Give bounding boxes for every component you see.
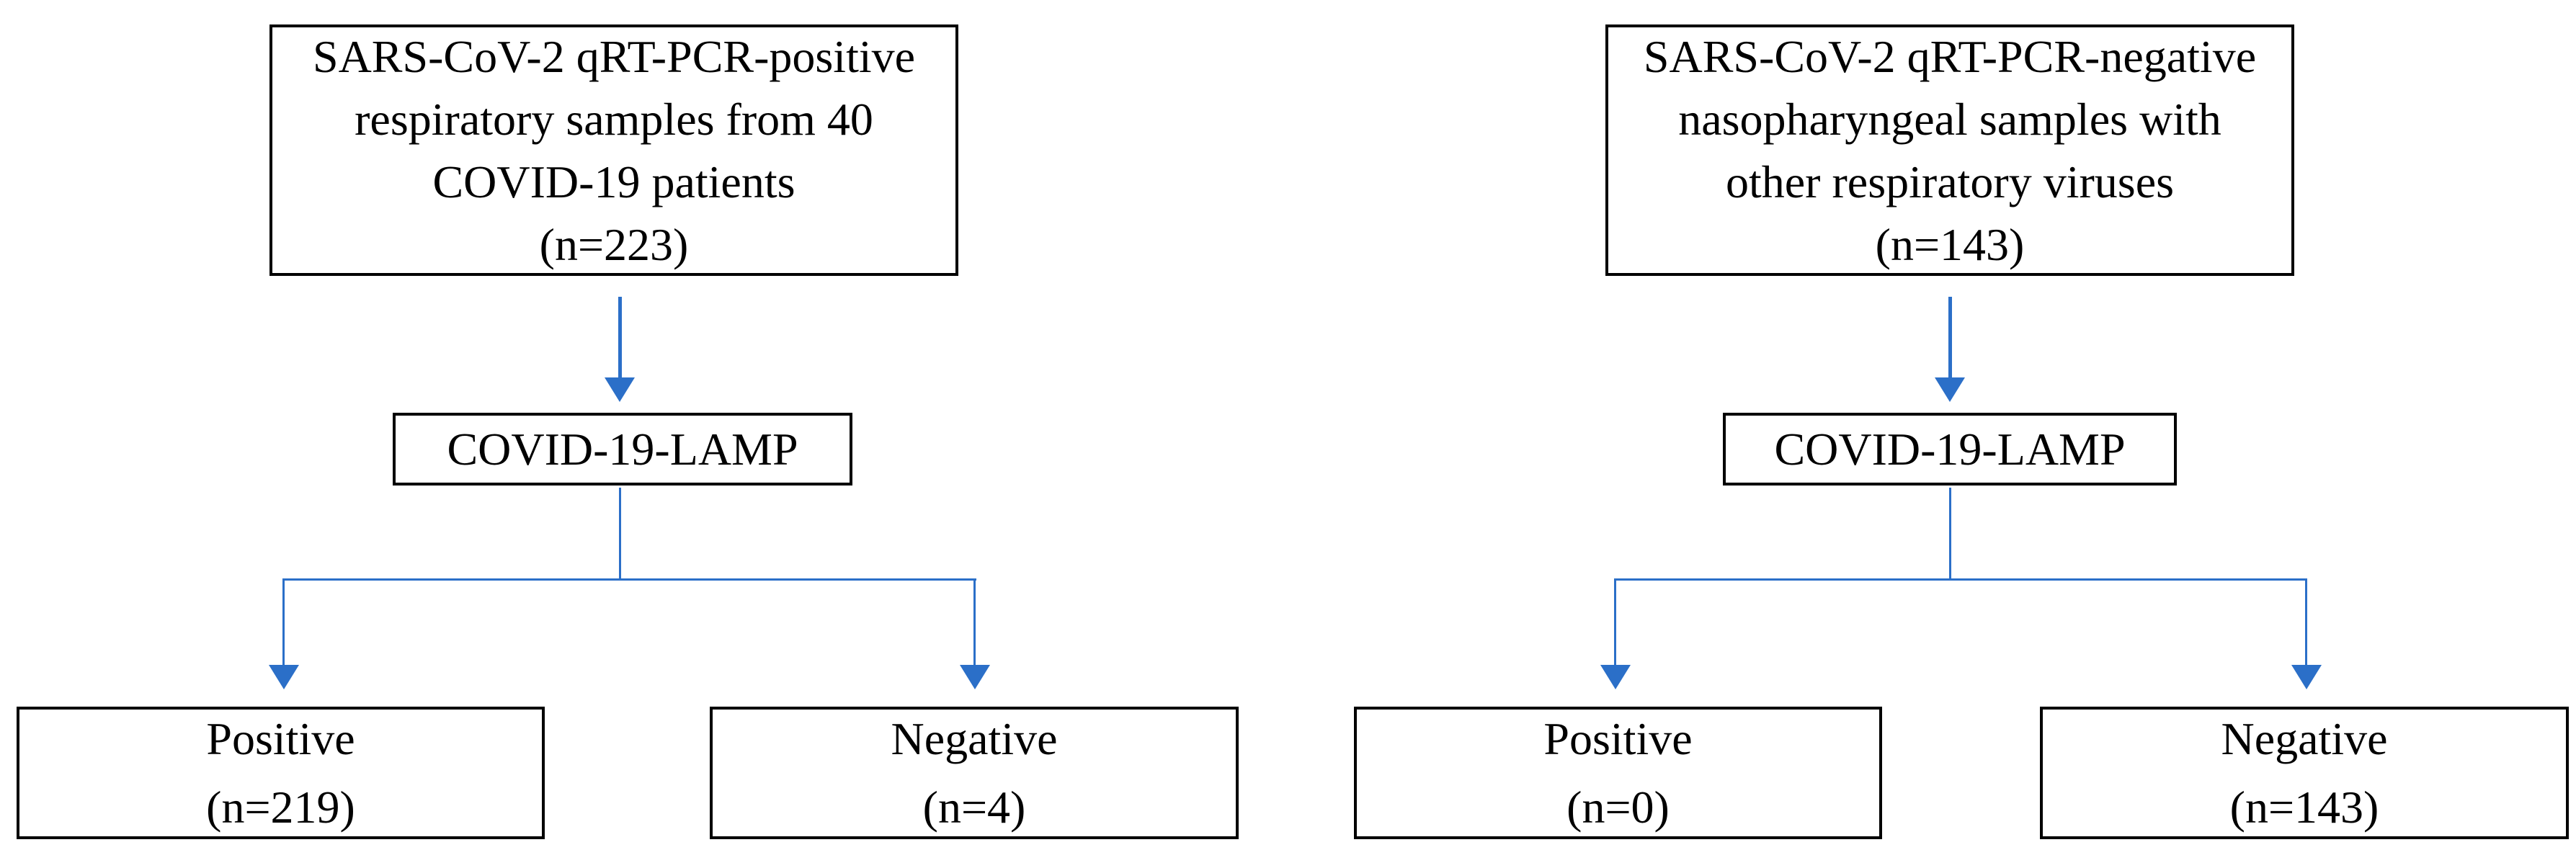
covid19-lamp-box: COVID-19-LAMP xyxy=(1723,413,2177,486)
source-box-line: COVID-19 patients xyxy=(432,156,795,207)
source-box-line: SARS-CoV-2 qRT-PCR-positive xyxy=(312,30,916,82)
covid19-lamp-label: COVID-19-LAMP xyxy=(1774,423,2126,475)
outcome-count: (n=4) xyxy=(922,782,1026,833)
connector-line xyxy=(282,578,976,581)
outcome-label: Negative xyxy=(2221,713,2388,764)
source-box-line: nasopharyngeal samples with xyxy=(1678,93,2221,145)
outcome-positive-box: Positive (n=0) xyxy=(1354,707,1882,839)
connector-line xyxy=(618,297,622,379)
outcome-negative-box: Negative (n=143) xyxy=(2040,707,2569,839)
arrow-down-icon xyxy=(2291,665,2322,689)
source-box-count: (n=143) xyxy=(1875,218,2025,270)
source-box-line: other respiratory viruses xyxy=(1725,156,2175,207)
outcome-positive-box: Positive (n=219) xyxy=(17,707,545,839)
source-samples-box: SARS-CoV-2 qRT-PCR-negative nasopharynge… xyxy=(1605,24,2294,276)
connector-line xyxy=(1948,297,1952,379)
source-box-line: respiratory samples from 40 xyxy=(355,93,873,145)
arrow-down-icon xyxy=(1935,377,1965,402)
outcome-count: (n=219) xyxy=(206,782,355,833)
covid19-lamp-label: COVID-19-LAMP xyxy=(447,423,798,475)
connector-line xyxy=(282,578,285,666)
outcome-label: Positive xyxy=(206,713,355,764)
outcome-count: (n=143) xyxy=(2229,782,2379,833)
arrow-down-icon xyxy=(960,665,990,689)
connector-line xyxy=(1949,488,1951,578)
arrow-down-icon xyxy=(1600,665,1631,689)
connector-line xyxy=(973,578,976,666)
outcome-label: Positive xyxy=(1543,713,1693,764)
connector-line xyxy=(1614,578,1616,666)
outcome-label: Negative xyxy=(891,713,1058,764)
source-box-line: SARS-CoV-2 qRT-PCR-negative xyxy=(1643,30,2257,82)
source-samples-box: SARS-CoV-2 qRT-PCR-positive respiratory … xyxy=(269,24,958,276)
connector-line xyxy=(1614,578,2307,581)
source-box-count: (n=223) xyxy=(539,218,689,270)
connector-line xyxy=(2305,578,2307,666)
arrow-down-icon xyxy=(269,665,299,689)
outcome-negative-box: Negative (n=4) xyxy=(710,707,1239,839)
connector-line xyxy=(619,488,621,578)
arrow-down-icon xyxy=(605,377,635,402)
outcome-count: (n=0) xyxy=(1566,782,1670,833)
covid19-lamp-box: COVID-19-LAMP xyxy=(393,413,852,486)
